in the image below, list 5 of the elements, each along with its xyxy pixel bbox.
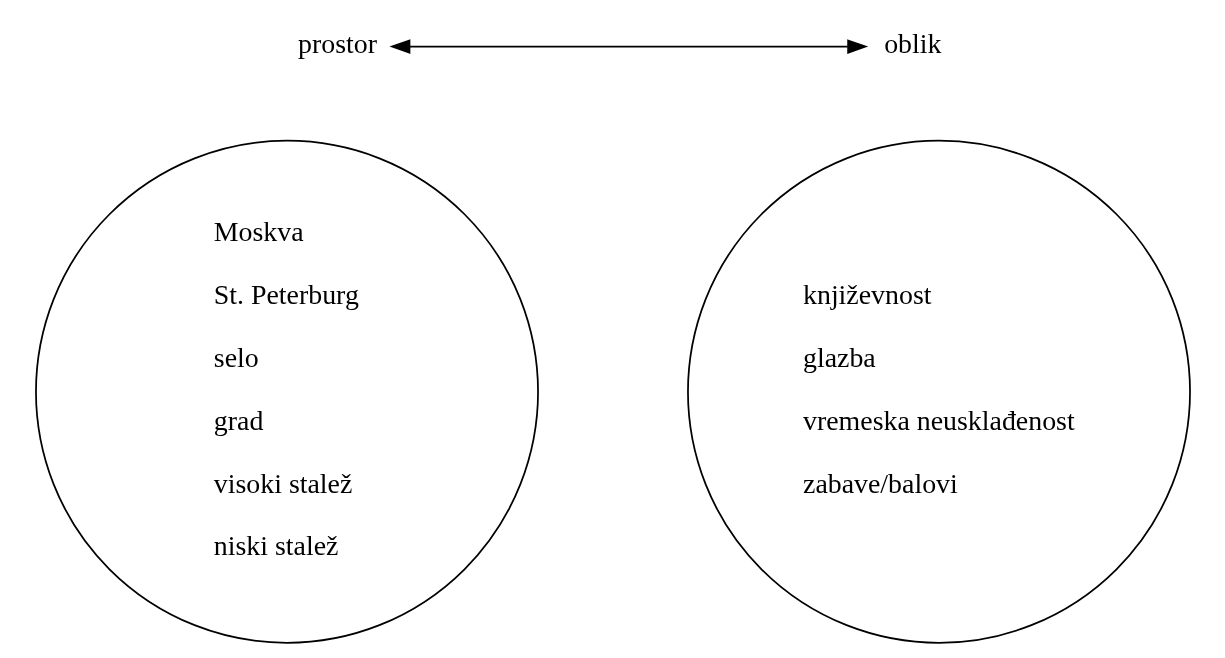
arrow bbox=[388, 39, 868, 54]
node-circle: književnost glazba vremeska neusklađenost zabave/balovi bbox=[686, 139, 1191, 644]
node-circle: Moskva St. Peterburg selo grad visoki stalež niski stalež bbox=[34, 139, 539, 644]
node-text: prostor bbox=[297, 28, 377, 60]
node-text: oblik bbox=[883, 28, 941, 60]
